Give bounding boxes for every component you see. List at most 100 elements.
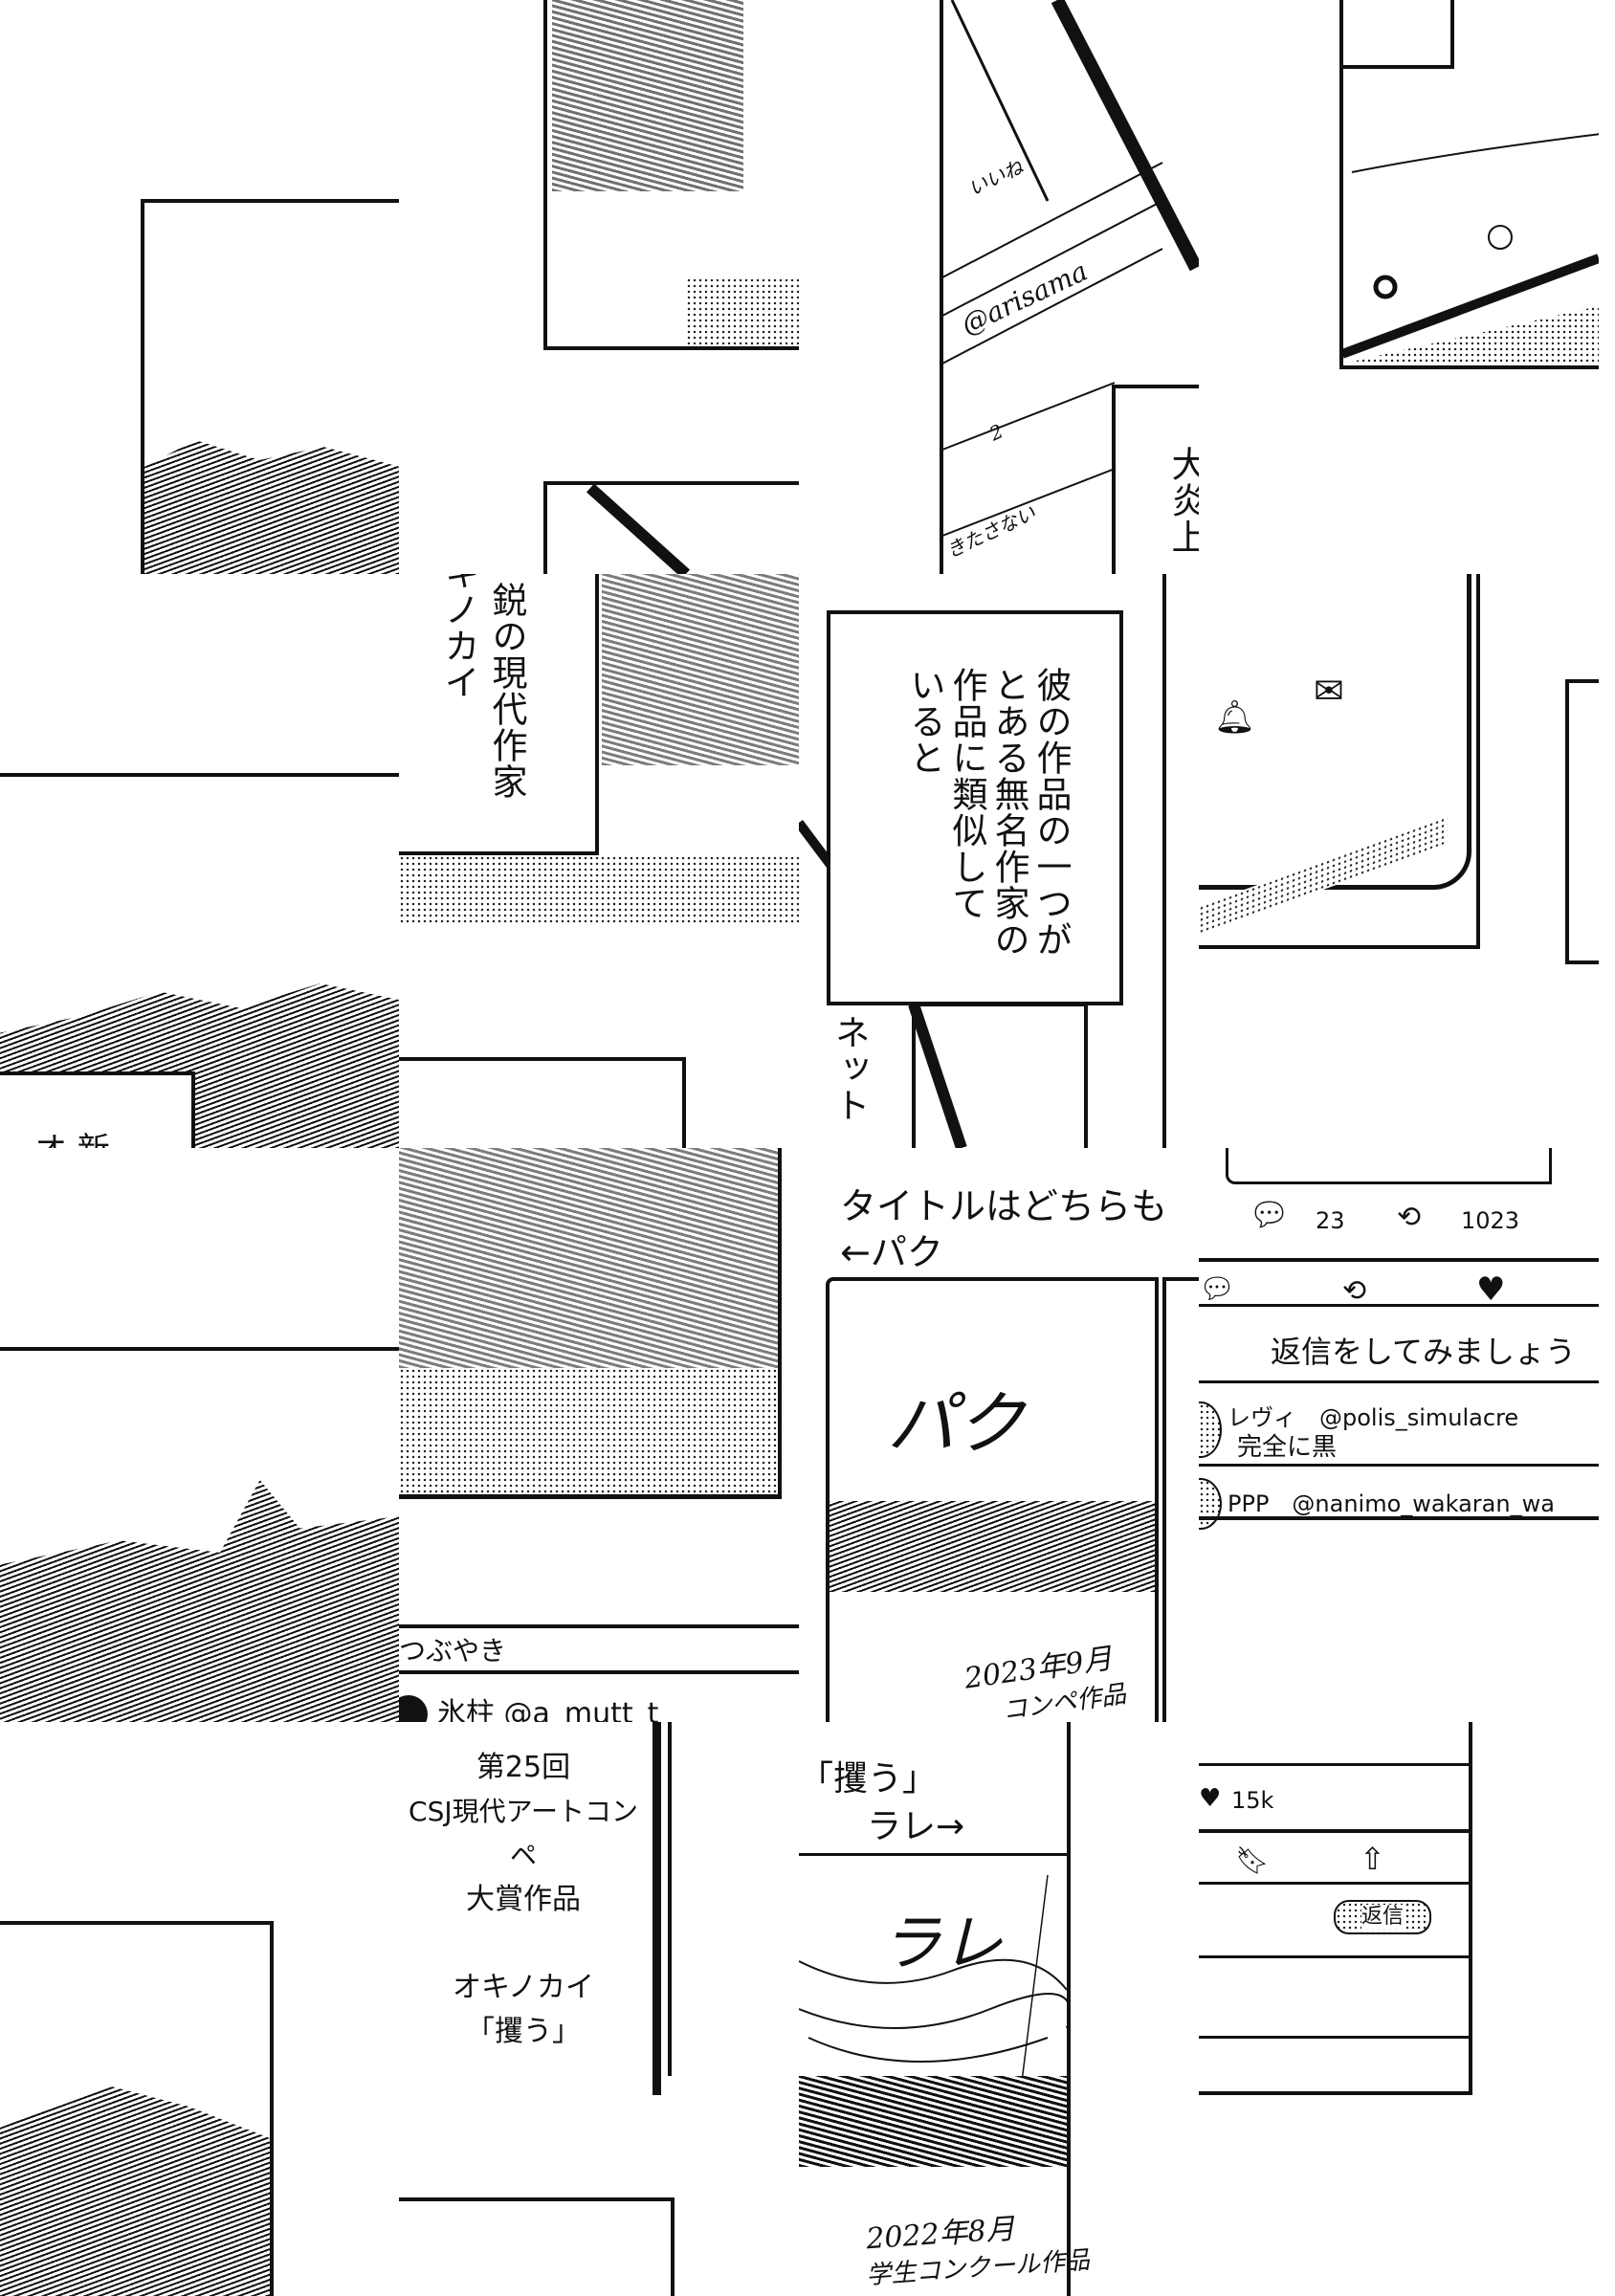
panel-border <box>543 481 547 574</box>
artwork-drawing <box>830 1501 1155 1592</box>
caption-text: オ 新 <box>34 1123 110 1148</box>
phone-screen-drawing <box>1340 0 1599 359</box>
artwork-drawing <box>602 574 799 765</box>
panel-border <box>543 481 799 485</box>
caption-col1: 鋭の現代作家 <box>486 582 527 800</box>
reply1-user[interactable]: レヴィ @polis_simulacre <box>1228 1404 1519 1431</box>
divider <box>799 1853 1071 1856</box>
like-icon[interactable]: ♥ <box>1199 1784 1222 1813</box>
panel-border <box>1067 1722 1071 2296</box>
award-plaque: 第25回 CSJ現代アートコンペ 大賞作品 オキノカイ 「攫う」 <box>399 1746 648 2054</box>
tile-r2-c2: タイトルはどちらも ←パク パク 2023年9月 コンペ作品 <box>799 1148 1199 1722</box>
tab-tweets[interactable]: つぶやき <box>399 1635 507 1667</box>
panel-border <box>399 1057 683 1061</box>
divider <box>1199 2036 1471 2039</box>
panel-border <box>270 1921 274 2296</box>
panel-border <box>143 199 400 203</box>
reply-count: 23 <box>1316 1207 1345 1234</box>
artwork-drawing <box>552 0 743 191</box>
panel-border <box>0 1347 400 1351</box>
post-text-line2: ←パク <box>840 1231 943 1273</box>
caption-box: 鋭の現代作家 キノカイ <box>399 574 599 855</box>
panel-border <box>940 0 943 574</box>
image-card[interactable] <box>1162 1277 1199 1722</box>
screentone <box>399 1368 782 1497</box>
plaque-spacer <box>399 1922 648 1966</box>
image-card <box>1226 1148 1552 1184</box>
bookmark-icon[interactable]: 🔖︎ <box>1235 1844 1270 1876</box>
reply-button[interactable]: 返信 <box>1334 1900 1431 1934</box>
tile-r2-c3: 💬︎ 23 ⟲ 1023 💬︎ ⟲ ♥ 返信をしてみましょう レヴィ @poli… <box>1199 1148 1599 1722</box>
caption-box: 彼の作品の一つが とある無名作家の 作品に類似して いると <box>827 610 1123 1005</box>
reply-icon[interactable]: 💬︎ <box>1199 1272 1236 1306</box>
divider <box>1199 1829 1471 1833</box>
like-icon[interactable]: ♥ <box>1476 1270 1506 1309</box>
divider <box>1199 1763 1471 1766</box>
flame-drawing <box>144 440 400 574</box>
reply1-text: 完全に黒 <box>1237 1433 1338 1462</box>
user-name-handle[interactable]: 氷柱 @a_mutt_t <box>437 1697 659 1722</box>
panel-border <box>0 773 400 777</box>
repost-icon[interactable]: ⟲ <box>1342 1274 1367 1308</box>
caption-box: 大炎上 <box>1112 385 1199 574</box>
frame-edge <box>668 1722 672 2076</box>
divider <box>1199 1882 1471 1885</box>
reply2-user[interactable]: PPP @nanimo_wakaran_wa <box>1228 1490 1555 1517</box>
caption-line-4: いると <box>904 667 945 776</box>
tile-r0-c1 <box>399 0 799 574</box>
tile-r0-c2: いいね @arisama 2 きたさない 大炎上 <box>799 0 1199 574</box>
share-icon[interactable]: ⇧ <box>1360 1841 1385 1877</box>
divider <box>1199 1516 1599 1520</box>
image-card[interactable]: パク 2023年9月 コンペ作品 <box>826 1277 1159 1722</box>
plaque-line: 第25回 <box>476 1751 571 1784</box>
tile-r3-c2: 「攫う」 ラレ→ ラレ 2022年8月 学生コンクール作品 <box>799 1722 1199 2296</box>
divider <box>1199 1380 1599 1383</box>
phone-screen <box>1199 574 1471 890</box>
panel-border <box>1469 1722 1472 2095</box>
panel-border <box>1476 574 1480 947</box>
panel-border <box>1339 0 1343 369</box>
caption-col2: キノカイ <box>438 574 479 700</box>
post-text-line1: 「攫う」 <box>799 1759 938 1799</box>
plaque-line: オキノカイ <box>453 1971 594 2004</box>
tile-r2-c1: つぶやき 氷柱 @a_mutt_t <box>399 1148 799 1722</box>
panel-border <box>1339 365 1599 369</box>
caption-text: 大炎上 <box>1165 446 1199 555</box>
repost-icon[interactable]: ⟲ <box>1397 1201 1422 1234</box>
artwork-drawing <box>399 1148 782 1368</box>
panel-border <box>1199 945 1480 949</box>
avatar[interactable] <box>399 1695 428 1722</box>
divider <box>1199 1464 1599 1467</box>
panel-border <box>778 1148 782 1498</box>
tile-r1-c2: 彼の作品の一つが とある無名作家の 作品に類似して いると ネット <box>799 574 1199 1148</box>
caption-box: オ 新 <box>0 1071 195 1148</box>
caption-line-1: 彼の作品の一つが <box>1030 667 1072 958</box>
avatar[interactable] <box>1199 1402 1222 1458</box>
cityscape-drawing <box>799 2076 1067 2167</box>
caption-line-3: 作品に類似して <box>946 667 987 921</box>
reply-button-label: 返信 <box>1361 1905 1404 1929</box>
tile-r3-c0 <box>0 1722 400 2296</box>
plaque-line: CSJ現代アートコンペ <box>409 1796 638 1871</box>
tile-r1-c0: オ 新 <box>0 574 400 1148</box>
reply-icon[interactable]: 💬︎ <box>1249 1196 1291 1234</box>
panel-border <box>1199 2091 1472 2095</box>
landscape-drawing <box>799 1874 1067 2106</box>
image-card[interactable]: ラレ 2022年8月 学生コンクール作品 <box>799 1856 1091 2296</box>
like-count: 15k <box>1231 1787 1274 1814</box>
flame-drawing <box>0 1480 400 1722</box>
panel-border <box>399 1494 782 1499</box>
tile-r3-c3: ♥ 15k 🔖︎ ⇧ 返信 <box>1199 1722 1599 2296</box>
divider <box>399 1624 799 1628</box>
tile-r1-c3: 🔔︎ ✉ <box>1199 574 1599 1148</box>
reply-prompt[interactable]: 返信をしてみましょう <box>1271 1334 1577 1370</box>
divider <box>1199 1258 1599 1262</box>
phone-drawing <box>941 0 1199 537</box>
tile-r2-c0 <box>0 1148 400 1722</box>
avatar[interactable] <box>1199 1478 1222 1530</box>
panel-border <box>0 1921 274 1925</box>
screentone <box>399 855 799 924</box>
panel-border <box>682 1057 686 1148</box>
panel-border <box>399 2197 675 2201</box>
flame-drawing <box>0 2086 270 2296</box>
